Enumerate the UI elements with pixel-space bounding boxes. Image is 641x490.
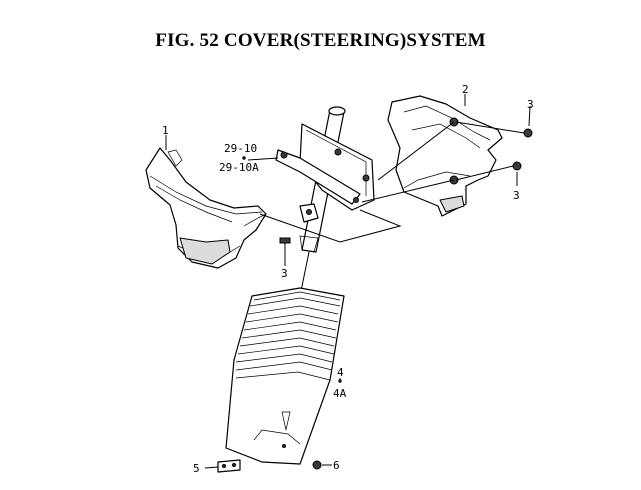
screw-part-3-left xyxy=(279,237,291,256)
callout-4a: 4A xyxy=(333,387,347,400)
leader-lines xyxy=(165,94,531,469)
callout-6: 6 xyxy=(333,459,340,472)
callout-3-right-bottom: 3 xyxy=(513,189,520,202)
callout-2: 2 xyxy=(462,83,469,96)
rear-cover-part-2 xyxy=(387,95,503,217)
lower-cover-part-4 xyxy=(225,287,345,465)
callout-1: 1 xyxy=(162,124,169,137)
callout-3-left: 3 xyxy=(281,267,288,280)
plate-part-5 xyxy=(217,459,241,473)
figure-title: FIG. 52 COVER(STEERING)SYSTEM xyxy=(155,30,486,51)
callout-5: 5 xyxy=(193,462,200,475)
callout-29-10a: 29-10A xyxy=(219,161,259,174)
nut-part-6 xyxy=(312,460,322,470)
callout-4: 4 xyxy=(337,366,344,379)
screw-part-3-right-top xyxy=(523,128,533,138)
callout-29-10: 29-10 xyxy=(224,142,257,155)
screw-part-3-right-bottom xyxy=(512,161,522,171)
callout-3-right-top: 3 xyxy=(527,98,534,111)
steering-column xyxy=(275,106,375,253)
